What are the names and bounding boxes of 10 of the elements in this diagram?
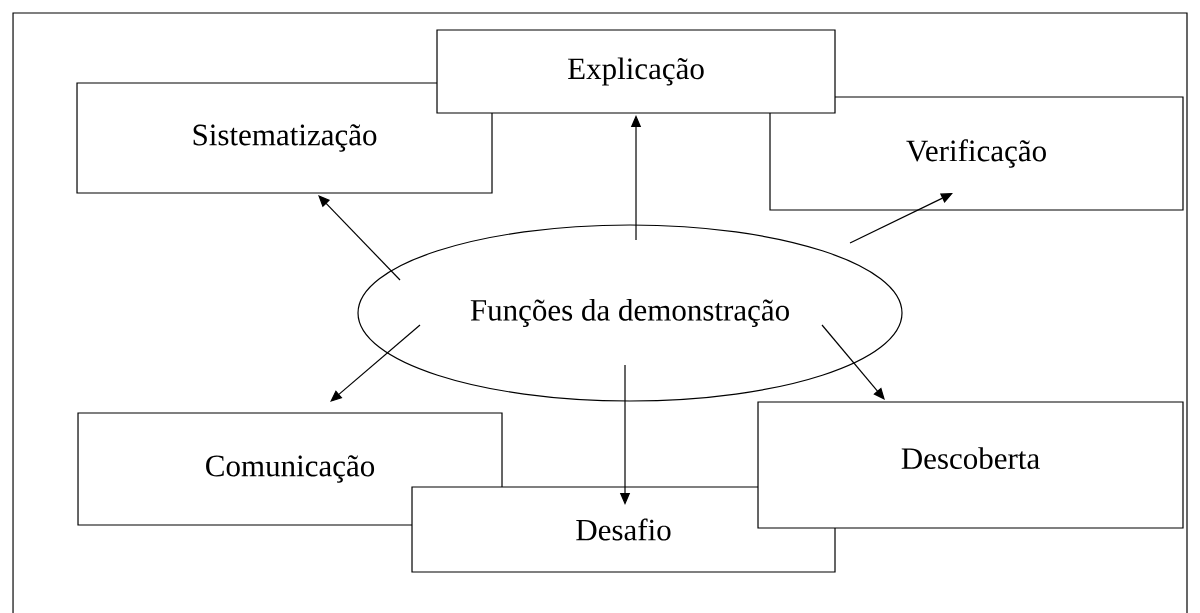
label-box: Desafio [411,486,836,573]
label-box: Verificação [769,96,1184,211]
arrow [849,193,953,244]
label-box: Explicação [436,29,836,114]
arrow [318,195,401,281]
label-box: Comunicação [77,412,503,526]
label-box: Descoberta [757,401,1184,529]
arrow [821,324,885,400]
arrow [330,324,421,402]
label-box: Sistematização [76,82,493,194]
